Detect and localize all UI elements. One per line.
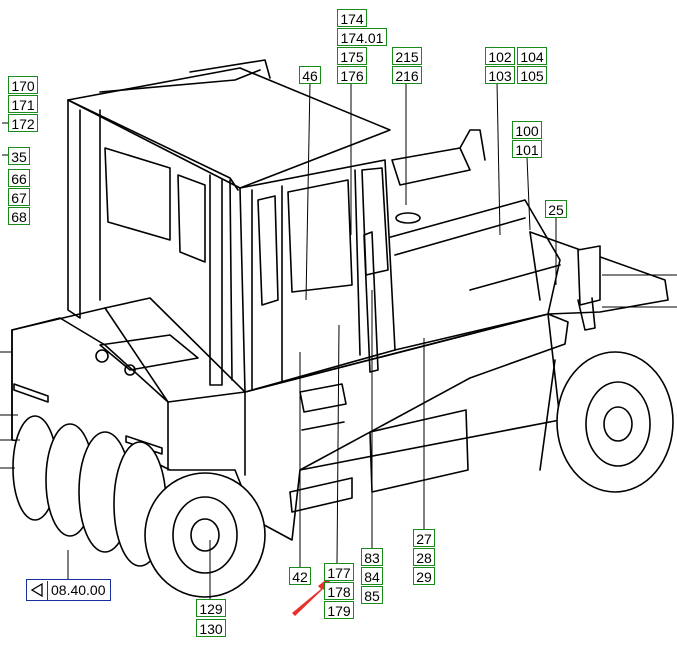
reference-link[interactable]: 08.40.00 — [26, 579, 111, 601]
callout-216[interactable]: 216 — [392, 66, 422, 84]
callout-175[interactable]: 175 — [337, 47, 367, 65]
callout-27[interactable]: 27 — [413, 529, 435, 547]
callout-176[interactable]: 176 — [337, 66, 367, 84]
callout-84[interactable]: 84 — [361, 567, 383, 585]
rear-wheel — [556, 351, 674, 493]
callout-105[interactable]: 105 — [517, 66, 547, 84]
callout-42[interactable]: 42 — [289, 567, 311, 585]
reference-link-text: 08.40.00 — [51, 581, 106, 598]
callout-35[interactable]: 35 — [8, 147, 30, 165]
callout-170[interactable]: 170 — [8, 76, 38, 94]
callout-46[interactable]: 46 — [299, 66, 321, 84]
callout-100[interactable]: 100 — [512, 121, 542, 139]
callout-171[interactable]: 171 — [8, 95, 38, 113]
callout-172[interactable]: 172 — [8, 114, 38, 132]
front-wheel — [144, 472, 266, 598]
callout-215[interactable]: 215 — [392, 47, 422, 65]
callout-28[interactable]: 28 — [413, 548, 435, 566]
callout-174[interactable]: 174 — [337, 9, 367, 27]
callout-67[interactable]: 67 — [8, 188, 30, 206]
exhaust-pipe — [391, 147, 471, 186]
callout-174-01[interactable]: 174.01 — [337, 28, 387, 46]
back-arrow-icon — [27, 580, 48, 600]
callout-177[interactable]: 177 — [324, 563, 354, 581]
callout-25[interactable]: 25 — [545, 200, 567, 218]
callout-104[interactable]: 104 — [517, 47, 547, 65]
callout-29[interactable]: 29 — [413, 567, 435, 585]
callout-178[interactable]: 178 — [324, 582, 354, 600]
highlight-arrow — [292, 575, 332, 616]
callout-66[interactable]: 66 — [8, 169, 30, 187]
callout-101[interactable]: 101 — [512, 140, 542, 158]
callout-179[interactable]: 179 — [324, 601, 354, 619]
callout-102[interactable]: 102 — [485, 47, 515, 65]
callout-103[interactable]: 103 — [485, 66, 515, 84]
callout-129[interactable]: 129 — [196, 599, 226, 617]
callout-83[interactable]: 83 — [361, 548, 383, 566]
callout-68[interactable]: 68 — [8, 207, 30, 225]
callout-85[interactable]: 85 — [361, 586, 383, 604]
callout-130[interactable]: 130 — [196, 619, 226, 637]
